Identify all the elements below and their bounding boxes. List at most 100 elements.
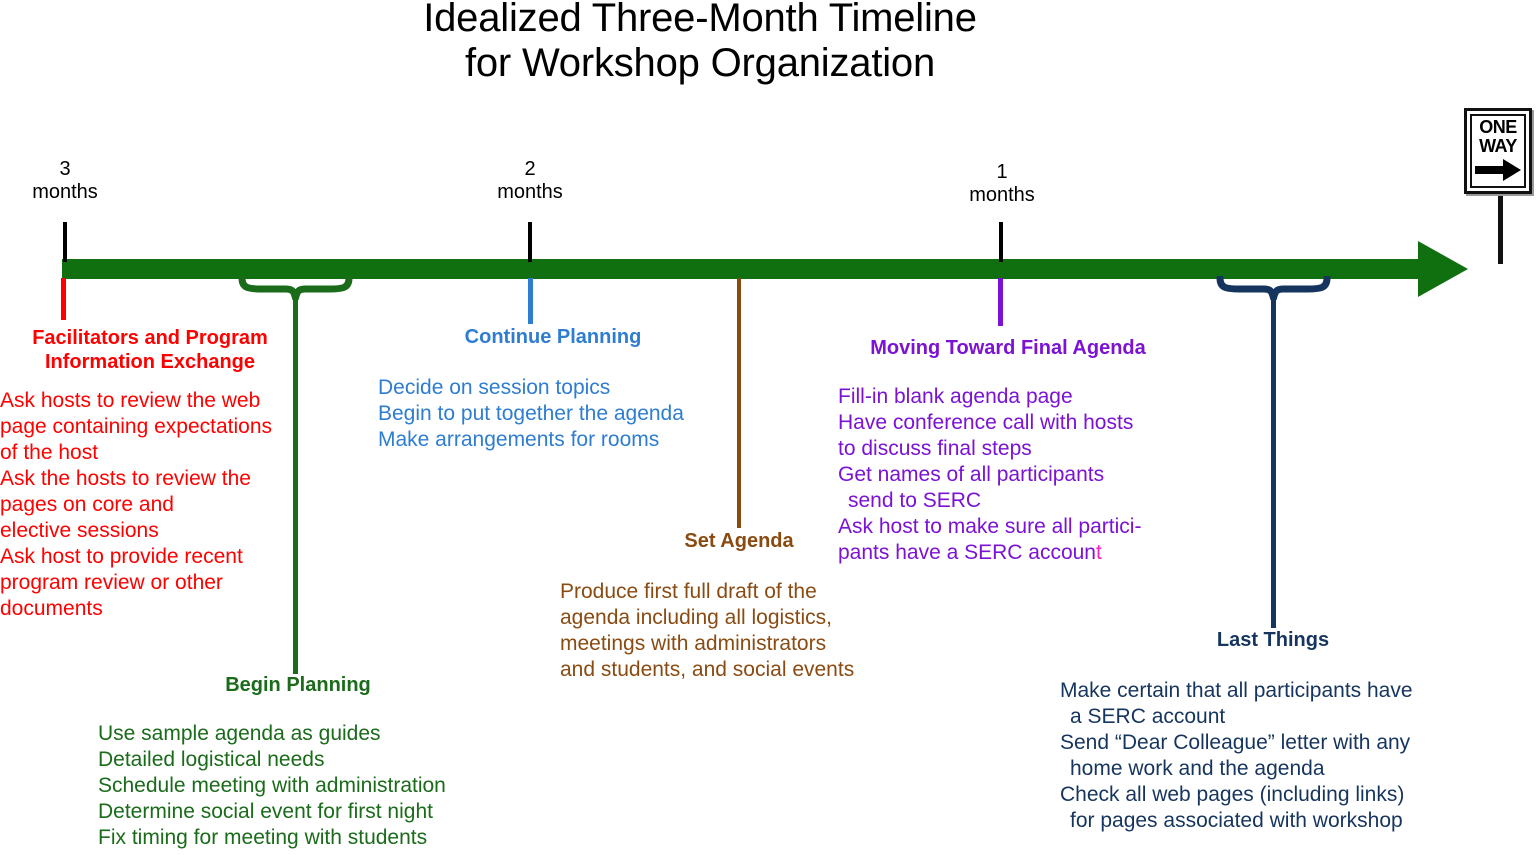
title-line-1: Idealized Three-Month Timeline — [423, 0, 977, 40]
block-moving-toward-final-agenda-heading: Moving Toward Final Agenda — [870, 337, 1146, 359]
timeline-axis-bar — [62, 259, 1442, 279]
block-set-agenda-items: Produce first full draft of the agenda i… — [560, 579, 920, 683]
block-continue-planning-items: Decide on session topics Begin to put to… — [378, 375, 728, 453]
list-item: Begin to put together the agenda — [378, 401, 728, 427]
tick-line-1-months — [999, 222, 1003, 262]
stem-continue-planning — [528, 278, 533, 324]
list-item: Ask host to make sure all partici- pants… — [838, 514, 1178, 566]
list-item-main: Ask host to provide recent — [0, 545, 243, 568]
block-facilitators-heading-line-2: Information Exchange — [44, 351, 256, 373]
stem-set-agenda — [737, 278, 741, 528]
tick-line-3-months — [63, 222, 67, 262]
stem-begin-planning — [293, 292, 298, 674]
list-item: Schedule meeting with administration — [98, 773, 498, 799]
tick-unit-3: months — [32, 181, 98, 203]
list-item-main: Schedule meeting with administration — [98, 774, 446, 797]
list-item-cont: page containing expectations — [0, 415, 273, 438]
list-item-main: Ask hosts to review the web — [0, 389, 261, 412]
block-last-things-items: Make certain that all participants have … — [1060, 678, 1486, 834]
list-item-main: Make certain that all participants have — [1060, 679, 1413, 702]
list-item-cont: for pages associated with workshop — [1070, 809, 1403, 832]
tick-unit-1: months — [969, 184, 1035, 206]
list-item-main: Check all web pages (including links) — [1060, 783, 1405, 806]
list-item-main: Fix timing for meeting with students — [98, 826, 428, 849]
list-item: Get names of all participants send to SE… — [838, 462, 1178, 514]
block-facilitators-items: Ask hosts to review the web page contain… — [0, 388, 300, 622]
list-item: Make arrangements for rooms — [378, 427, 728, 453]
list-item-main: and students, and social events — [560, 658, 855, 681]
list-item: and students, and social events — [560, 657, 920, 683]
list-item-cont: of the host — [0, 441, 99, 464]
list-item: agenda including all logistics, — [560, 605, 920, 631]
list-item-cont: elective sessions — [0, 519, 159, 542]
block-continue-planning-heading: Continue Planning — [464, 326, 642, 348]
accent-letter: t — [1096, 541, 1102, 564]
list-item: Produce first full draft of the — [560, 579, 920, 605]
stem-moving-toward-final-agenda — [998, 278, 1003, 326]
page-title: Idealized Three-Month Timeline for Works… — [0, 0, 1400, 86]
tick-number-2: 2 — [524, 158, 536, 180]
list-item: Have conference call with hosts to discu… — [838, 410, 1178, 462]
one-way-sign-line-2: WAY — [1479, 136, 1517, 156]
list-item-main: Fill-in blank agenda page — [838, 385, 1073, 408]
timeline-axis-arrowhead — [1418, 241, 1468, 297]
list-item-main: agenda including all logistics, — [560, 606, 833, 629]
list-item: Check all web pages (including links) fo… — [1060, 782, 1486, 834]
list-item-main: Detailed logistical needs — [98, 748, 325, 771]
tick-number-1: 1 — [996, 161, 1008, 183]
list-item-main: meetings with administrators — [560, 632, 827, 655]
list-item-cont: send to SERC — [848, 489, 982, 512]
list-item: meetings with administrators — [560, 631, 920, 657]
block-set-agenda: Set Agenda Produce first full draft of t… — [560, 529, 920, 683]
list-item-main: Have conference call with hosts — [838, 411, 1134, 434]
list-item: Fix timing for meeting with students — [98, 825, 498, 851]
list-item-cont: program review or other — [0, 571, 223, 594]
block-last-things: Last Things Make certain that all partic… — [1060, 628, 1486, 834]
sign-post — [1498, 192, 1503, 264]
list-item: Ask hosts to review the web page contain… — [0, 388, 300, 466]
one-way-sign-inner: ONE WAY — [1470, 114, 1526, 188]
list-item: Fill-in blank agenda page — [838, 384, 1178, 410]
list-item: Use sample agenda as guides — [98, 721, 498, 747]
list-item-cont: pages on core and — [0, 493, 174, 516]
list-item-cont: home work and the agenda — [1070, 757, 1325, 780]
block-set-agenda-heading: Set Agenda — [684, 530, 794, 552]
block-last-things-heading: Last Things — [1216, 629, 1330, 651]
block-facilitators-heading-line-1: Facilitators and Program — [32, 327, 268, 349]
list-item: Determine social event for first night — [98, 799, 498, 825]
list-item-cont: documents — [0, 597, 103, 620]
list-item-main: Decide on session topics — [378, 376, 611, 399]
list-item-main: Use sample agenda as guides — [98, 722, 381, 745]
tick-label-1-months: 1 months — [942, 161, 1062, 207]
list-item: Ask host to provide recent program revie… — [0, 544, 300, 622]
list-item-main: Begin to put together the agenda — [378, 402, 684, 425]
stem-facilitators — [61, 278, 66, 320]
block-moving-toward-final-agenda-items: Fill-in blank agenda page Have conferenc… — [838, 384, 1178, 566]
block-continue-planning: Continue Planning Decide on session topi… — [378, 325, 728, 453]
list-item: Ask the hosts to review the pages on cor… — [0, 466, 300, 544]
one-way-sign: ONE WAY — [1464, 108, 1532, 194]
tick-line-2-months — [528, 222, 532, 262]
tick-label-3-months: 3 months — [5, 158, 125, 204]
list-item-main: Make arrangements for rooms — [378, 428, 660, 451]
list-item-cont: a SERC account — [1070, 705, 1226, 728]
tick-number-3: 3 — [59, 158, 71, 180]
block-facilitators-heading: Facilitators and Program Information Exc… — [0, 326, 300, 374]
list-item-main: Get names of all participants — [838, 463, 1105, 486]
one-way-sign-line-1: ONE — [1479, 117, 1517, 137]
right-arrow-icon — [1475, 159, 1521, 181]
block-begin-planning-items: Use sample agenda as guides Detailed log… — [98, 721, 498, 851]
tick-label-2-months: 2 months — [470, 158, 590, 204]
list-item: Detailed logistical needs — [98, 747, 498, 773]
list-item-cont: to discuss final steps — [838, 437, 1032, 460]
block-begin-planning-heading: Begin Planning — [225, 674, 371, 696]
stem-last-things — [1271, 292, 1276, 628]
tick-unit-2: months — [497, 181, 563, 203]
list-item: Make certain that all participants have … — [1060, 678, 1486, 730]
list-item-main: Send “Dear Colleague” letter with any — [1060, 731, 1411, 754]
list-item-main: Produce first full draft of the — [560, 580, 817, 603]
list-item-cont-with-accent: pants have a SERC account — [838, 540, 1178, 566]
list-item-main: Ask the hosts to review the — [0, 467, 251, 490]
block-begin-planning: Begin Planning Use sample agenda as guid… — [98, 673, 498, 851]
